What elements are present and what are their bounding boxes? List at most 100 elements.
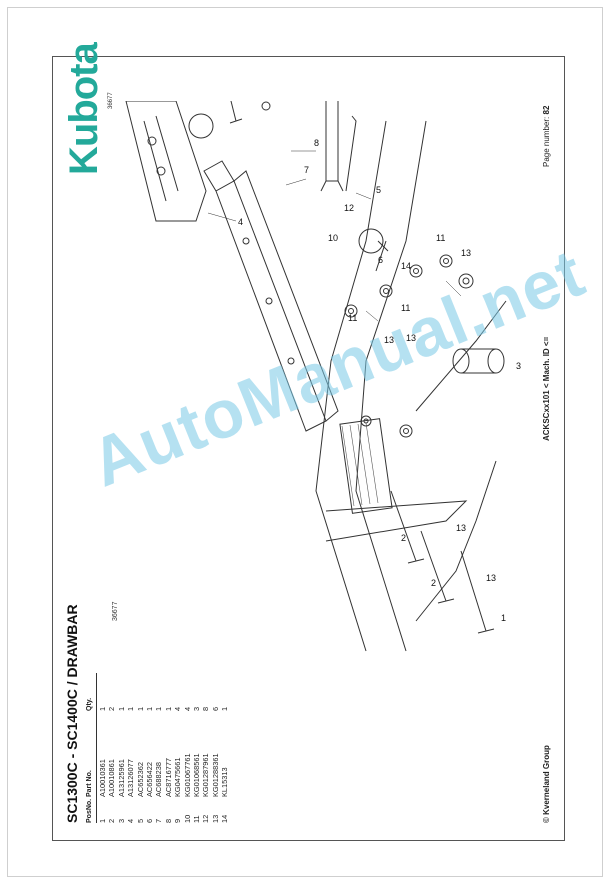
frame-bracket: [415, 460, 497, 622]
frame-bracket-2: [415, 300, 507, 412]
kubota-logo: Kubota: [62, 43, 106, 175]
callout-2: 2: [431, 578, 436, 588]
footer-machine-id: ACKSCxx101 < Mach. ID <=: [542, 336, 551, 441]
cell-pos: 4: [126, 818, 136, 823]
cell-qty: 6: [210, 706, 220, 711]
cell-qty: 8: [201, 706, 211, 711]
table-row: 3 A13125961 1: [117, 673, 126, 823]
cell-part: AC8716777: [163, 757, 173, 797]
footer-page-number: Page number: 82: [542, 106, 551, 167]
page-frame: [7, 7, 603, 877]
callout-13a: 13: [486, 573, 496, 583]
callout-11a: 11: [348, 313, 357, 323]
jack-stand-8: [316, 101, 348, 181]
cell-qty: 4: [173, 706, 183, 711]
callout-14: 14: [401, 261, 411, 271]
callout-9: 9: [216, 101, 221, 103]
cell-part: AC652362: [135, 762, 145, 797]
bracket-4: [125, 101, 207, 222]
table-row: 9 KG0475661 4: [173, 673, 182, 823]
header-pos: PosNo.: [86, 798, 93, 823]
callout-8: 8: [314, 138, 319, 148]
callout-3: 3: [516, 361, 521, 371]
cell-qty: 1: [144, 706, 154, 711]
cell-pos: 11: [191, 815, 201, 823]
pin-5: [345, 115, 357, 192]
table-row: 12 KG01287961 8: [201, 673, 210, 823]
table-row: 10 KG01067761 4: [183, 673, 192, 823]
bolt-2a: [420, 530, 455, 604]
cell-pos: 14: [220, 814, 230, 823]
callout-12a: 12: [344, 203, 354, 213]
footer-copyright: © Kverneland Group: [542, 745, 551, 823]
cell-pos: 9: [173, 818, 183, 823]
cell-pos: 6: [144, 818, 154, 823]
table-row: 4 A13126077 1: [126, 673, 135, 823]
cell-qty: 4: [182, 706, 192, 711]
drawbar-plate: [339, 418, 393, 514]
exploded-parts-diagram: 1 2 2 3 4 5 6 7 8 9 10 11 11 11 12 12 13…: [125, 101, 521, 652]
callout-7: 7: [304, 165, 309, 175]
callout-13b: 13: [456, 523, 466, 533]
callout-6: 6: [378, 255, 383, 265]
cell-qty: 1: [116, 706, 126, 711]
cell-pos: 8: [163, 818, 173, 823]
callout-2b: 2: [401, 533, 406, 543]
callout-1: 1: [501, 613, 506, 623]
cell-part: KG0475661: [173, 757, 183, 797]
cell-pos: 3: [116, 818, 126, 823]
table-row: 6 AC656422 1: [145, 673, 154, 823]
bolt-2b: [390, 490, 425, 564]
callout-13c: 13: [384, 335, 394, 345]
cell-part: KG01068561: [191, 753, 201, 797]
table-row: 7 AC688238 1: [154, 673, 163, 823]
cell-pos: 10: [182, 814, 192, 823]
callout-5: 5: [376, 185, 381, 195]
table-row: 8 AC8716777 1: [164, 673, 173, 823]
cell-pos: 2: [107, 818, 117, 823]
table-row: 11 KG01068561 3: [192, 673, 201, 823]
cell-part: AC688238: [154, 762, 164, 797]
page-number-value: 82: [542, 105, 551, 115]
table-row: 5 AC652362 1: [136, 673, 145, 823]
cell-part: KL15313: [220, 767, 230, 797]
cell-qty: 1: [135, 706, 145, 711]
content-frame: [52, 56, 565, 841]
diagram-id-secondary: 36677: [108, 92, 114, 109]
cell-qty: 3: [191, 706, 201, 711]
cell-pos: 5: [135, 818, 145, 823]
cell-part: AC656422: [144, 762, 154, 797]
cell-qty: 2: [107, 706, 117, 711]
frame-rail-lower: [355, 120, 427, 652]
cell-qty: 1: [154, 706, 164, 711]
cell-part: KG01287961: [201, 753, 211, 797]
cell-pos: 13: [210, 814, 220, 823]
frame-cross: [325, 500, 468, 542]
bolt-1: [460, 550, 495, 634]
cell-part: A13125961: [116, 759, 126, 797]
cell-part: A10010361: [98, 759, 107, 797]
header-part: Part No.: [86, 770, 93, 797]
cell-qty: 1: [98, 706, 107, 711]
callout-13d: 13: [406, 333, 416, 343]
frame-rail-upper: [315, 120, 387, 652]
cell-qty: 1: [126, 706, 136, 711]
callout-13e: 13: [461, 248, 471, 258]
callout-10: 10: [328, 233, 338, 243]
callout-4: 4: [238, 217, 243, 227]
page-title: SC1300C - SC1400C / DRAWBAR: [64, 604, 80, 823]
cell-pos: 7: [154, 818, 164, 823]
cell-part: A13126077: [126, 759, 136, 797]
callout-11b: 11: [401, 303, 410, 313]
page-label: Page number:: [542, 116, 551, 167]
cell-qty: 1: [163, 706, 173, 711]
cell-qty: 1: [220, 706, 230, 711]
cell-part: KG01067761: [182, 753, 192, 797]
table-row: 14 KL15313 1: [220, 673, 229, 823]
header-qty: Qty.: [86, 697, 93, 711]
cell-pos: 12: [201, 814, 211, 823]
